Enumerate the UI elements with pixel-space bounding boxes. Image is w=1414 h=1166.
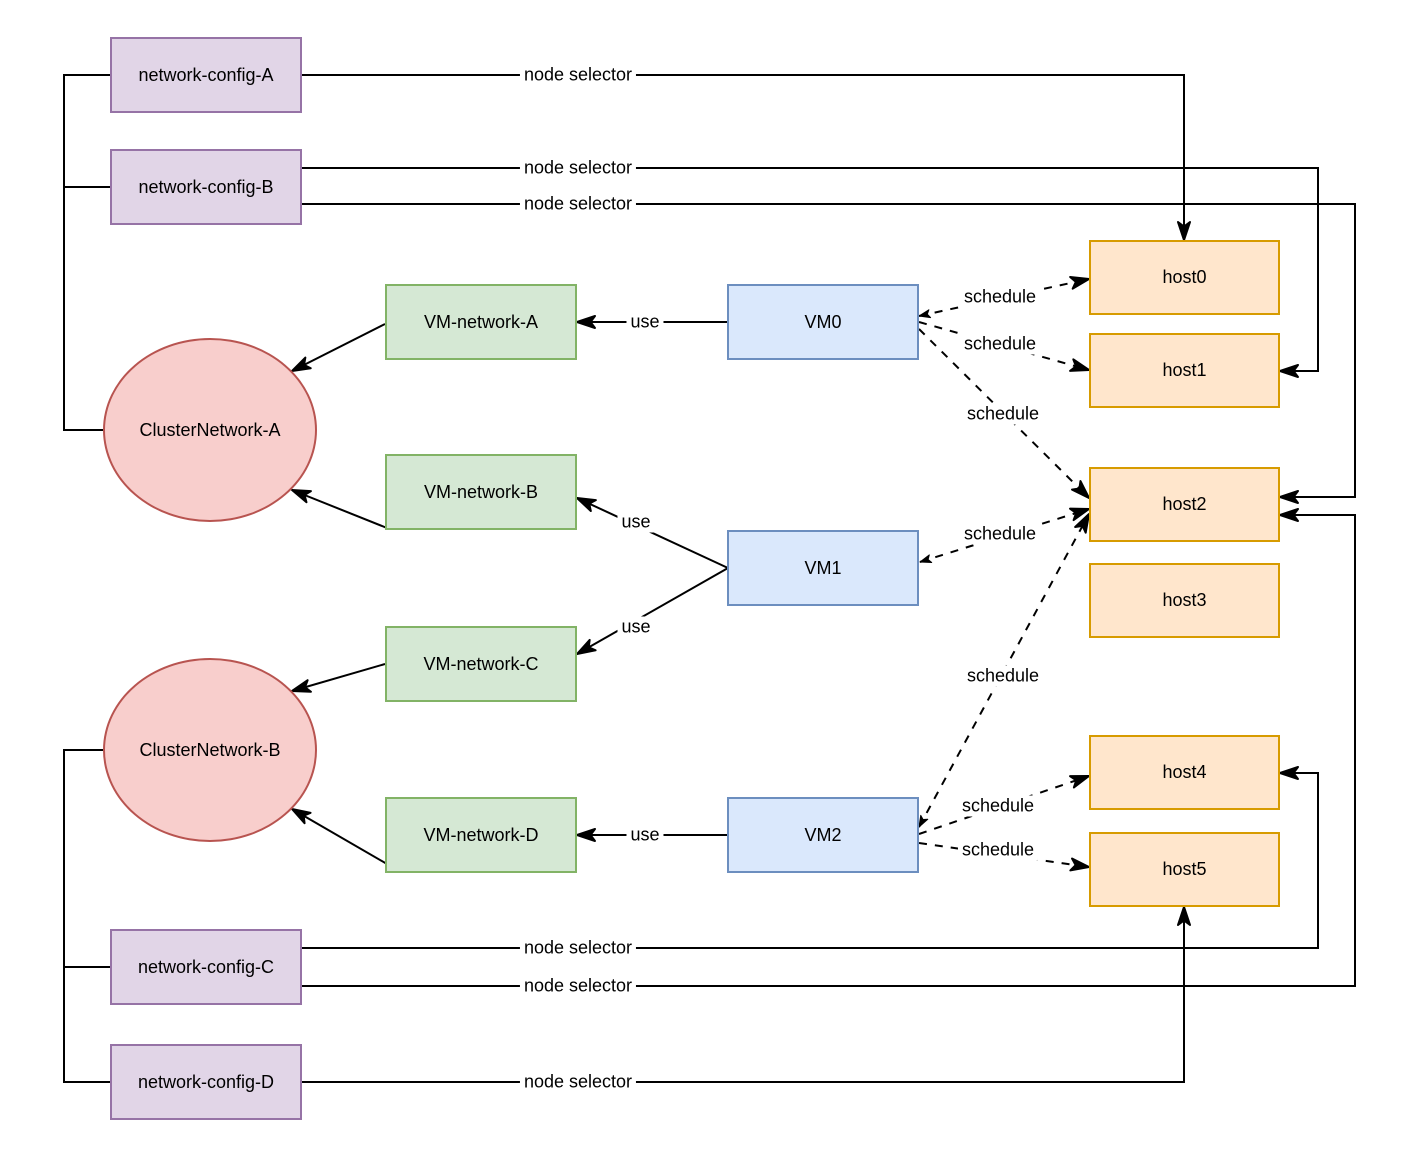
- node-host1: host1: [1089, 333, 1280, 408]
- edge-use-vm1-vm-network-c: [576, 567, 729, 655]
- node-vm-network-c: VM-network-C: [385, 626, 577, 702]
- edge-node-selector-c-host2: [302, 508, 1356, 987]
- edge-label-use: use: [626, 311, 664, 333]
- node-vm2: VM2: [727, 797, 919, 873]
- edge-label-schedule: schedule: [957, 839, 1039, 861]
- node-label: VM0: [804, 311, 842, 332]
- node-vm1: VM1: [727, 530, 919, 606]
- node-label: host2: [1162, 494, 1207, 514]
- edge-vm-network-c-clusternetwork-b: [291, 663, 386, 693]
- node-label: host4: [1162, 762, 1207, 782]
- edge-label-use: use: [626, 824, 664, 846]
- edge-label-use: use: [617, 616, 655, 638]
- node-label: host1: [1162, 360, 1207, 380]
- edge-node-selector-b-host2: [302, 203, 1356, 504]
- node-label: host0: [1162, 267, 1207, 287]
- node-label: host3: [1162, 590, 1207, 610]
- edge-label-node-selector: node selector: [519, 1071, 637, 1093]
- edge-label-node-selector: node selector: [519, 937, 637, 959]
- edge-label-schedule: schedule: [959, 523, 1041, 545]
- node-vm-network-d: VM-network-D: [385, 797, 577, 873]
- edge-schedule-vm2-host4: [918, 775, 1090, 835]
- node-label: VM2: [804, 824, 842, 845]
- edge-network-config-a-clusternetwork-a: [63, 74, 110, 431]
- node-label: ClusterNetwork-B: [139, 739, 281, 760]
- edge-label-node-selector: node selector: [519, 157, 637, 179]
- edge-node-selector-d-host5: [302, 906, 1191, 1083]
- edge-label-schedule: schedule: [962, 665, 1044, 687]
- node-clusternetwork-a: ClusterNetwork-A: [103, 338, 317, 522]
- node-label: VM-network-C: [423, 653, 539, 674]
- edge-label-use: use: [617, 511, 655, 533]
- node-label: VM-network-B: [423, 481, 539, 502]
- edge-label-schedule: schedule: [959, 286, 1041, 308]
- node-vm0: VM0: [727, 284, 919, 360]
- edge-node-selector-a-host0: [302, 74, 1191, 241]
- node-vm-network-a: VM-network-A: [385, 284, 577, 360]
- node-label: host5: [1162, 859, 1207, 879]
- node-host4: host4: [1089, 735, 1280, 810]
- node-network-config-d: network-config-D: [110, 1044, 302, 1120]
- edge-use-vm1-vm-network-b: [576, 497, 729, 569]
- node-label: VM1: [804, 557, 842, 578]
- node-host5: host5: [1089, 832, 1280, 907]
- node-label: VM-network-D: [423, 824, 539, 845]
- node-label: network-config-B: [138, 176, 274, 197]
- edge-node-selector-c-host4: [302, 766, 1319, 949]
- edge-label-node-selector: node selector: [519, 64, 637, 86]
- node-label: network-config-A: [138, 64, 274, 85]
- edge-label-schedule: schedule: [957, 795, 1039, 817]
- edge-label-node-selector: node selector: [519, 975, 637, 997]
- edge-node-selector-b-host1: [302, 167, 1319, 378]
- node-network-config-c: network-config-C: [110, 929, 302, 1005]
- edge-label-schedule: schedule: [959, 333, 1041, 355]
- edge-label-node-selector: node selector: [519, 193, 637, 215]
- node-network-config-b: network-config-B: [110, 149, 302, 225]
- edge-schedule-vm0-host1: [918, 321, 1090, 372]
- edge-network-config-d-clusternetwork-b: [63, 749, 110, 1083]
- node-label: network-config-D: [137, 1071, 275, 1092]
- edge-vm-network-a-clusternetwork-a: [291, 323, 386, 372]
- edge-vm-network-d-clusternetwork-b: [291, 808, 388, 865]
- node-label: network-config-C: [137, 956, 275, 977]
- node-host0: host0: [1089, 240, 1280, 315]
- edge-vm-network-b-clusternetwork-a: [291, 489, 388, 529]
- node-label: VM-network-A: [423, 311, 539, 332]
- node-network-config-a: network-config-A: [110, 37, 302, 113]
- node-host3: host3: [1089, 563, 1280, 638]
- node-host2: host2: [1089, 467, 1280, 542]
- node-label: ClusterNetwork-A: [139, 419, 281, 440]
- edge-label-schedule: schedule: [962, 403, 1044, 425]
- node-clusternetwork-b: ClusterNetwork-B: [103, 658, 317, 842]
- node-vm-network-b: VM-network-B: [385, 454, 577, 530]
